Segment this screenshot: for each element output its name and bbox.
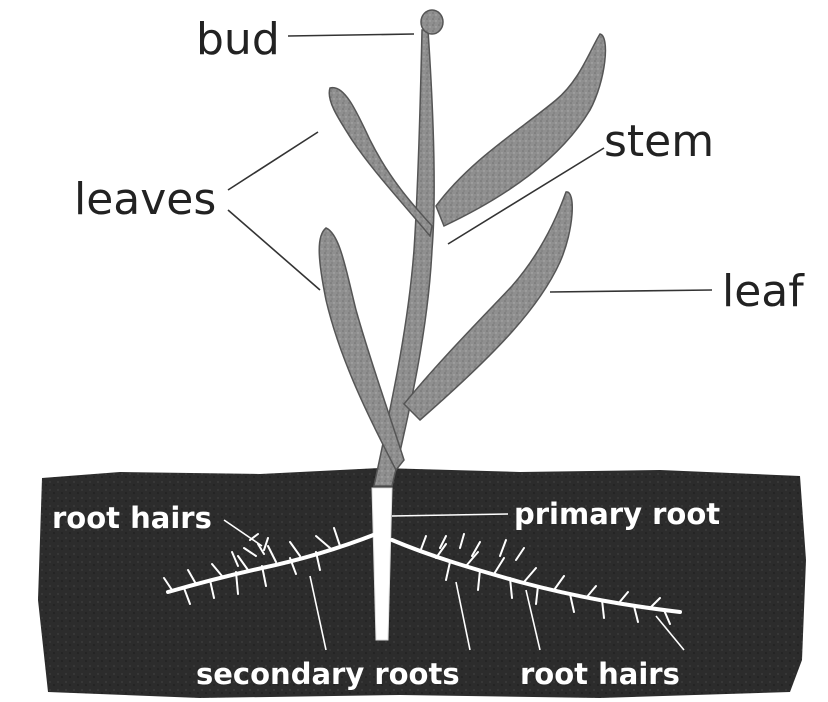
bud-pointer <box>288 34 414 36</box>
leaf-pointer <box>550 290 712 292</box>
leaf-lower-left <box>319 228 404 470</box>
leaves-pointer-lower <box>228 210 320 290</box>
label-root-hairs-left: root hairs <box>52 501 212 535</box>
label-leaves: leaves <box>74 174 216 225</box>
leaf-upper-right <box>436 34 605 226</box>
plant-shoot <box>319 10 605 486</box>
label-root-hairs-right: root hairs <box>520 657 680 691</box>
label-stem: stem <box>604 116 714 167</box>
label-bud: bud <box>196 14 280 65</box>
label-primary-root: primary root <box>514 497 720 531</box>
label-leaf: leaf <box>722 266 805 317</box>
leaves-pointer-upper <box>228 132 318 190</box>
bud <box>421 10 443 34</box>
primary-root <box>372 488 392 640</box>
leaf-upper-left <box>329 88 432 236</box>
label-secondary-roots: secondary roots <box>196 657 460 691</box>
